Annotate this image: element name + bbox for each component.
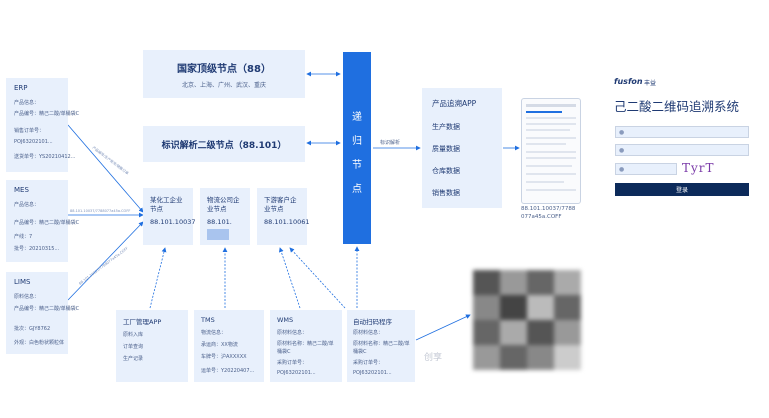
national-node-title: 国家顶级节点（88） [177, 64, 271, 75]
trace-app-item: 销售数据 [432, 189, 460, 197]
arrow-label-erp: 产品编号/生产批号/销售订单 [91, 145, 130, 176]
factory-app-title: 工厂管理APP [123, 318, 162, 326]
lims-line: 产品编号：精己二酸/单桶袋C [14, 306, 80, 312]
mes-title: MES [14, 186, 29, 194]
national-node-box: 国家顶级节点（88） 北京、上海、广州、武汉、重庆 [143, 50, 305, 98]
erp-title: ERP [14, 84, 28, 92]
recursive-node-char: 节 [352, 160, 362, 171]
enterprise-node-logistics: 物流公司企业节点 88.101. [200, 188, 250, 245]
login-system-title: 己二酸二维码追溯系统 [614, 99, 740, 114]
tms-line: 承运商：XX物流 [201, 342, 238, 348]
factory-app-line: 原料入库 [123, 332, 144, 338]
lims-title: LIMS [14, 278, 31, 286]
fusfon-logo-sub: 丰益 [644, 80, 657, 87]
phone-caption-line: 88.101.10037/7788 [521, 206, 576, 212]
enterprise-node-downstream: 下游客户企业节点 88.101.10061 [257, 188, 310, 245]
national-node-cities: 北京、上海、广州、武汉、重庆 [181, 82, 266, 89]
tms-line: 车牌号：沪AXXXXX [201, 354, 247, 360]
enterprise-node-code: 88.101. [207, 218, 232, 226]
wms-title: WMS [277, 316, 294, 324]
tms-line: 运单号：Y20220407... [201, 368, 255, 374]
recursive-node-char: 递 [352, 112, 362, 123]
captcha-text: TyrT [682, 161, 715, 175]
erp-box: ERP 产品信息： 产品编号：精己二酸/单桶袋C 销售订单号： POJ63202… [6, 78, 79, 172]
recursive-node-char: 归 [352, 136, 362, 147]
lims-line: 批次：GJY8762 [14, 326, 51, 332]
trace-app-item: 质量数据 [432, 145, 460, 153]
wms-line: 原材料信息： [277, 330, 308, 336]
trace-app-item: 仓库数据 [432, 167, 460, 175]
lock-icon: ● [619, 147, 625, 154]
erp-line: 送货单号：YS20210412... [14, 154, 76, 160]
username-field[interactable]: ● [615, 126, 749, 138]
auto-scan-box: 自动扫码程序 原材料信息： 原材料名称：精己二酸/单桶袋C 采购订单号： POJ… [347, 310, 415, 382]
secondary-node-box: 标识解析二级节点（88.101） [143, 126, 305, 162]
arrow-label-mes: 88.101.10037/7788077a45a.COFF [70, 209, 130, 213]
login-button-label: 登录 [675, 187, 688, 194]
erp-line: 产品信息： [14, 100, 40, 106]
recursive-node-char: 点 [352, 184, 362, 195]
lims-line: 原料信息： [14, 294, 40, 300]
secondary-node-title: 标识解析二级节点（88.101） [161, 141, 287, 151]
enterprise-node-name: 某化工企业节点 [150, 196, 183, 213]
enterprise-node-code: 88.101.10037 [150, 218, 196, 226]
mes-line: 产品信息： [14, 202, 40, 208]
erp-line: 产品编号：精己二酸/单桶袋C [14, 111, 80, 117]
captcha-image[interactable]: TyrT [680, 161, 720, 176]
fusfon-logo: fusfon [614, 77, 643, 86]
wms-line: 原材料名称：精己二酸/单桶袋C [277, 341, 334, 355]
captcha-field[interactable]: ● [615, 163, 677, 175]
shield-icon: ● [619, 166, 625, 173]
mes-line: 批号：20210315... [14, 246, 60, 252]
lims-box: LIMS 原料信息： 产品编号：精己二酸/单桶袋C 批次：GJY8762 外观：… [6, 272, 79, 354]
tms-line: 物流信息： [201, 330, 227, 336]
wms-line: POJ63202101... [277, 370, 316, 376]
redacted-block [207, 229, 229, 240]
enterprise-node-code: 88.101.10061 [264, 218, 310, 226]
tms-box: TMS 物流信息： 承运商：XX物流 车牌号：沪AXXXXX 运单号：Y2022… [194, 310, 264, 382]
enterprise-node-chemical: 某化工企业节点 88.101.10037 [143, 188, 196, 245]
recursive-link-label: 标识解析 [380, 140, 401, 146]
trace-app-item: 生产数据 [432, 123, 460, 131]
auto-scan-line: 原材料名称：精己二酸/单桶袋C [353, 341, 410, 355]
wms-box: WMS 原材料信息： 原材料名称：精己二酸/单桶袋C 采购订单号： POJ632… [270, 310, 342, 382]
mes-line: 产线：7 [14, 234, 33, 240]
auto-scan-line: 原材料信息： [353, 330, 384, 336]
auto-scan-line: POJ63202101... [353, 370, 392, 376]
trace-app-title: 产品追溯APP [432, 99, 477, 108]
blurred-image [473, 270, 581, 370]
mes-box: MES 产品信息： 产品编号：精己二酸/单桶袋C 产线：7 批号：2021031… [6, 180, 79, 262]
lims-line: 外观：白色粉状颗粒体 [14, 340, 65, 346]
tms-title: TMS [201, 316, 215, 324]
phone-screenshot [521, 98, 581, 204]
mes-line: 产品编号：精己二酸/单桶袋C [14, 220, 80, 226]
phone-caption-line: 077a45a.COFF [521, 214, 562, 220]
enterprise-node-name: 物流公司企业节点 [207, 196, 240, 213]
erp-line: 销售订单号： [14, 128, 45, 134]
wms-line: 采购订单号： [277, 360, 308, 366]
factory-app-box: 工厂管理APP 原料入库 订单查询 生产记录 [116, 310, 188, 382]
user-icon: ● [619, 129, 625, 136]
password-field[interactable]: ● [615, 144, 749, 156]
trace-app-box: 产品追溯APP 生产数据 质量数据 仓库数据 销售数据 [422, 88, 502, 208]
recursive-node-box: 递 归 节 点 [343, 52, 371, 244]
login-button[interactable]: 登录 [615, 183, 749, 196]
auto-scan-title: 自动扫码程序 [353, 318, 392, 326]
factory-app-line: 订单查询 [123, 344, 144, 350]
arrow-label-lims: 88.101.10037/7788077a45a.COFF [78, 246, 129, 286]
watermark: 创享 [424, 353, 443, 363]
factory-app-line: 生产记录 [123, 356, 144, 362]
auto-scan-line: 采购订单号： [353, 360, 384, 366]
erp-line: POJ63202101... [14, 139, 53, 145]
enterprise-node-name: 下游客户企业节点 [264, 196, 297, 213]
